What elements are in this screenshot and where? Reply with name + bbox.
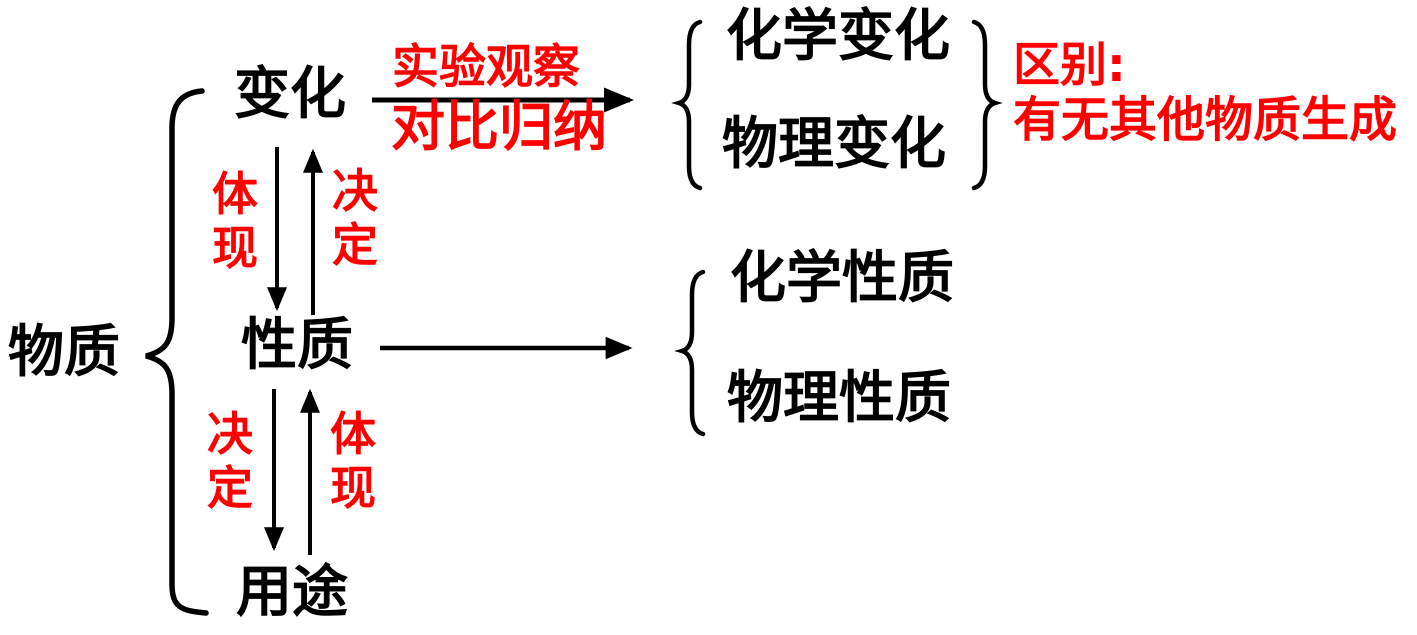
matter-label: 物质 <box>8 320 120 385</box>
physical-property-label: 物理性质 <box>727 366 951 431</box>
change-label: 变化 <box>234 62 346 127</box>
change-types-open-brace <box>671 19 703 191</box>
reflect-label-upper: 体现 <box>212 167 258 276</box>
determine-label-upper: 决定 <box>332 164 378 273</box>
distinction-title-label: 区别: <box>1013 38 1126 93</box>
reflect-label-lower: 体现 <box>330 407 376 516</box>
chemical-change-label: 化学变化 <box>726 4 950 69</box>
determine-label-lower: 决定 <box>207 407 253 516</box>
use-label: 用途 <box>236 560 348 625</box>
experiment-observe-label: 实验观察 <box>392 40 580 95</box>
chemical-property-label: 化学性质 <box>730 246 954 311</box>
main-brace <box>145 88 209 616</box>
property-types-open-brace <box>674 269 706 437</box>
physical-change-label: 物理变化 <box>722 112 946 177</box>
change-types-close-brace <box>971 19 1003 191</box>
distinction-body-label: 有无其他物质生成 <box>1013 92 1398 148</box>
compare-summarize-label: 对比归纳 <box>391 95 607 158</box>
property-label: 性质 <box>241 313 353 378</box>
